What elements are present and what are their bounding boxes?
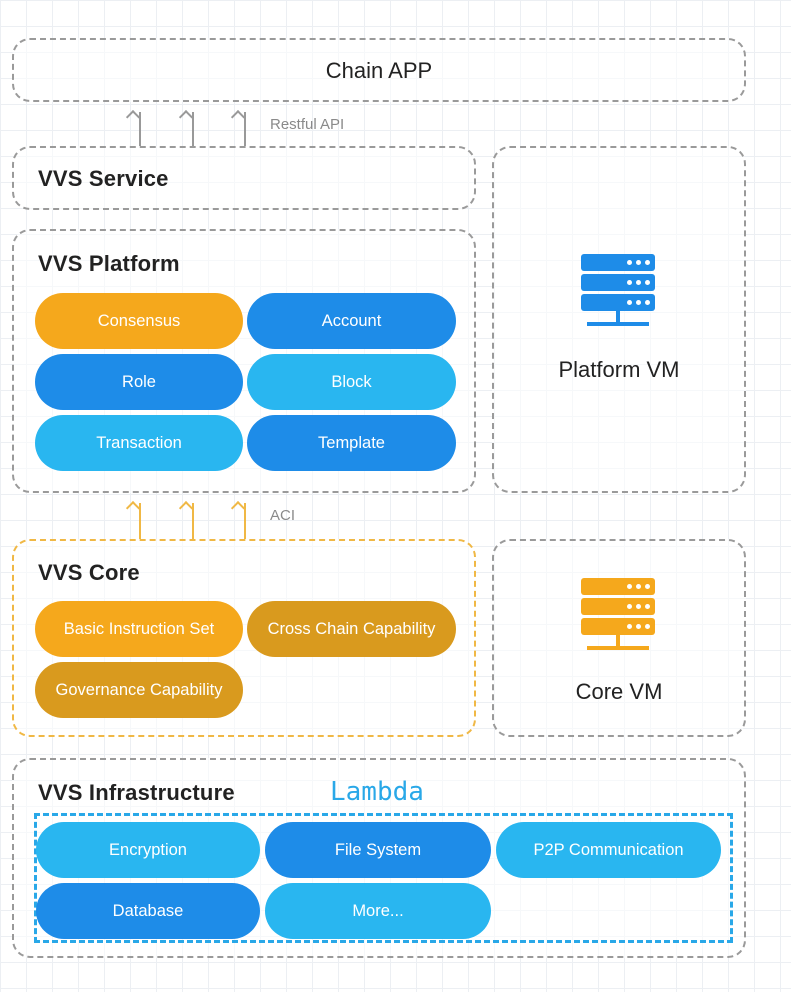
vvs-platform-title: VVS Platform [38, 251, 180, 276]
platform-vm-label: Platform VM [558, 357, 680, 382]
restful-arrow-3 [244, 112, 246, 146]
restful-api-label: Restful API [270, 116, 345, 133]
vvs-service-box [12, 146, 476, 210]
vvs-infrastructure-title: VVS Infrastructure [38, 780, 235, 805]
module-cross-chain-capability: Cross Chain Capability [247, 601, 456, 657]
vvs-core-title: VVS Core [38, 560, 140, 585]
vvs-service-title: VVS Service [38, 166, 169, 191]
module-database: Database [36, 883, 260, 939]
aci-arrow-3 [244, 503, 246, 539]
module-account: Account [247, 293, 456, 349]
restful-arrow-1 [139, 112, 141, 146]
server-icon [581, 254, 655, 330]
aci-arrow-2 [192, 503, 194, 539]
module-basic-instruction-set: Basic Instruction Set [35, 601, 243, 657]
module-transaction: Transaction [35, 415, 243, 471]
module-role: Role [35, 354, 243, 410]
module-file-system: File System [265, 822, 491, 878]
module-template: Template [247, 415, 456, 471]
aci-arrow-1 [139, 503, 141, 539]
chain-app-title: Chain APP [325, 58, 433, 83]
module-consensus: Consensus [35, 293, 243, 349]
module-governance-capability: Governance Capability [35, 662, 243, 718]
chain-app-box: Chain APP [12, 38, 746, 102]
module-p2p-communication: P2P Communication [496, 822, 721, 878]
aci-label: ACI [270, 507, 296, 524]
module-more: More... [265, 883, 491, 939]
core-vm-label: Core VM [575, 679, 663, 704]
module-encryption: Encryption [36, 822, 260, 878]
restful-arrow-2 [192, 112, 194, 146]
lambda-box [34, 813, 733, 943]
server-icon [581, 578, 655, 654]
lambda-label: Lambda [330, 777, 424, 807]
module-block: Block [247, 354, 456, 410]
